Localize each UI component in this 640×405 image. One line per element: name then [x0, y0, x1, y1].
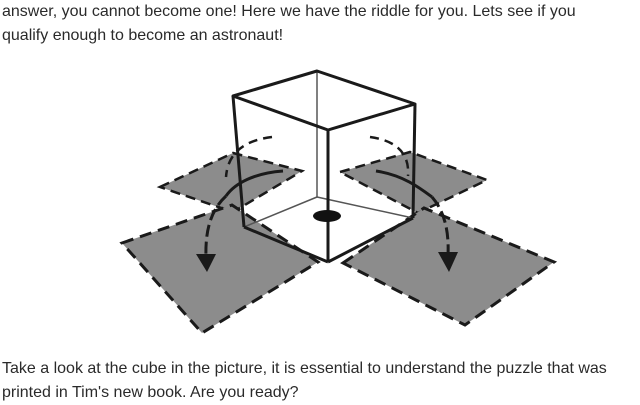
outro-line-2: printed in Tim's new book. Are you ready… — [2, 384, 299, 401]
arc-left-solid — [224, 169, 284, 197]
arc-right-solid — [375, 169, 433, 199]
small-square-left — [156, 151, 306, 214]
arrow-down-icon — [430, 196, 458, 272]
large-square-left — [119, 203, 321, 335]
outro-paragraph: Take a look at the cube in the picture, … — [2, 357, 638, 405]
cube-hidden-edges — [243, 71, 414, 228]
cube-illustration — [119, 69, 558, 335]
center-dot — [313, 210, 341, 222]
fold-arc-left-small — [224, 135, 273, 178]
cube-puzzle-figure — [0, 60, 640, 350]
cube-outline — [231, 69, 417, 264]
intro-line-1: answer, you cannot become one! Here we h… — [2, 3, 576, 20]
intro-paragraph: answer, you cannot become one! Here we h… — [2, 0, 638, 48]
outro-line-1: Take a look at the cube in the picture, … — [2, 360, 607, 377]
arrow-down-icon — [196, 194, 228, 272]
fold-arc-right-small — [369, 135, 410, 177]
intro-line-2: qualify enough to become an astronaut! — [2, 27, 284, 44]
